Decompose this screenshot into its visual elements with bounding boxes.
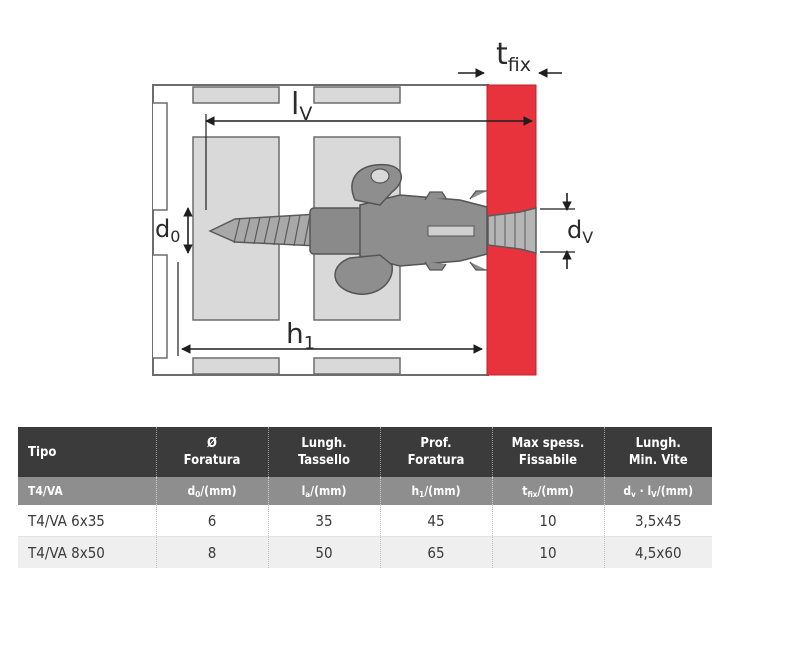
dimension-lines	[177, 68, 575, 356]
cell-tfix: 10	[491, 536, 604, 568]
screw	[208, 207, 537, 254]
header-tipo: Tipo	[18, 427, 156, 477]
label-tfix: tfix	[496, 37, 531, 76]
unit-tfix: tfix/(mm)	[491, 477, 604, 505]
unit-h1: h1/(mm)	[379, 477, 492, 505]
table-row: T4/VA 6x35 6 35 45 10 3,5x45	[18, 505, 712, 537]
cell-h1: 65	[379, 536, 492, 568]
cell-tfix: 10	[491, 505, 604, 537]
cell-tipo: T4/VA 8x50	[18, 536, 156, 568]
header-prof-foratura: Prof.Foratura	[379, 427, 492, 477]
cell-dv-lv: 4,5x60	[603, 536, 712, 568]
header-max-spess: Max spess.Fissabile	[491, 427, 604, 477]
anchor-body	[309, 163, 488, 295]
cell-d0: 6	[155, 505, 268, 537]
cell-la: 50	[267, 536, 380, 568]
header-lungh-tassello: Lungh.Tassello	[267, 427, 380, 477]
unit-d0: d0/(mm)	[155, 477, 268, 505]
cell-la: 35	[267, 505, 380, 537]
cell-d0: 8	[155, 536, 268, 568]
unit-type: T4/VA	[18, 477, 156, 505]
unit-dv-lv: dv · lV/(mm)	[603, 477, 712, 505]
cell-h1: 45	[379, 505, 492, 537]
cell-dv-lv: 3,5x45	[603, 505, 712, 537]
anchor-diagram: lV tfix d0 dV h1	[152, 37, 593, 376]
label-lv: lV	[291, 87, 312, 125]
table-row: T4/VA 8x50 8 50 65 10 4,5x60	[18, 536, 712, 568]
label-h1: h1	[286, 317, 315, 354]
table-units-row: T4/VA d0/(mm) la/(mm) h1/(mm) tfix/(mm) …	[18, 477, 712, 505]
label-dv: dV	[567, 216, 593, 247]
label-d0: d0	[155, 215, 180, 246]
cell-tipo: T4/VA 6x35	[18, 505, 156, 537]
header-lungh-vite: Lungh.Min. Vite	[603, 427, 712, 477]
unit-la: la/(mm)	[267, 477, 380, 505]
